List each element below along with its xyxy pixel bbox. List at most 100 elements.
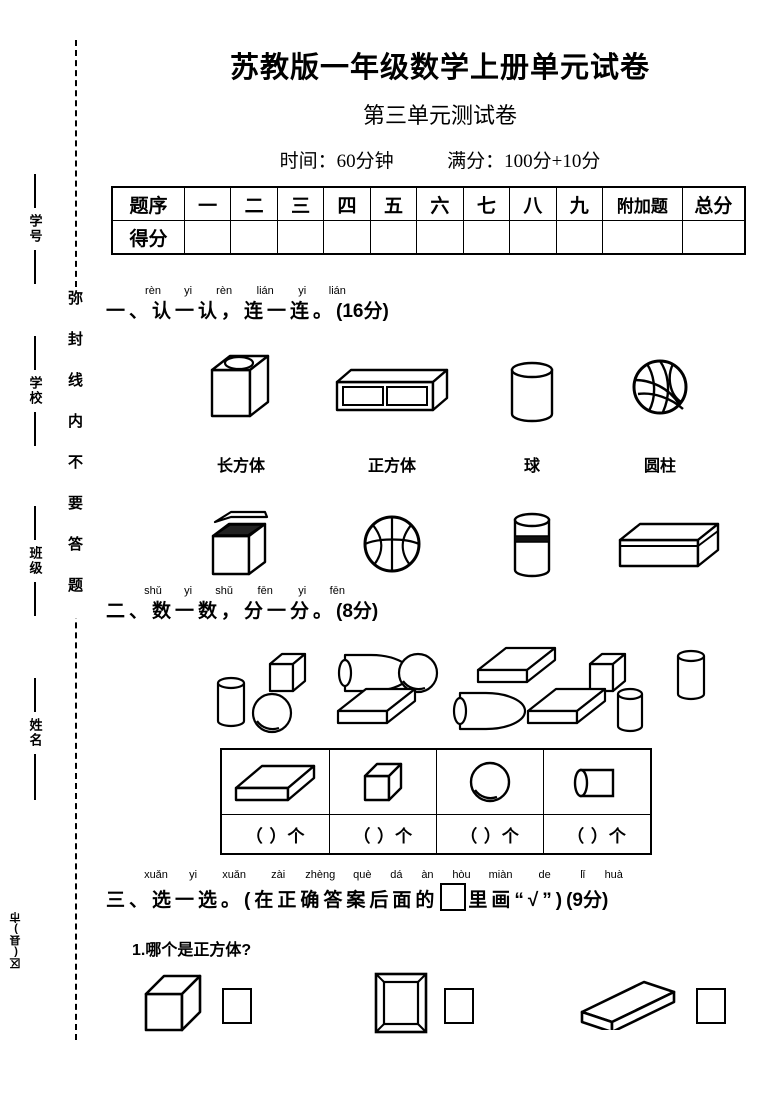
score-table-row-label-2: 得分 (111, 220, 185, 255)
field-rule (34, 174, 36, 208)
seal-line: 弥封线内不要答题 (62, 40, 90, 1040)
option-c-long-cuboid[interactable] (578, 978, 678, 1030)
table-row-scores: 得分 (111, 220, 746, 255)
score-cell-bonus[interactable] (602, 220, 683, 255)
count-cell-cuboid[interactable]: （ ）个 (220, 814, 331, 855)
pinyin-syllable: yi (298, 285, 307, 297)
score-cell-5[interactable] (369, 220, 418, 255)
sub-question-1-number: 1. (132, 942, 146, 959)
classify-icon-sphere (436, 748, 544, 815)
question-1-pinyin: rèn yi rèn lián yi lián (100, 284, 780, 299)
score-cell-3[interactable] (276, 220, 325, 255)
exam-sheet: 苏教版一年级数学上册单元试卷 第三单元测试卷 时间：60分钟 满分：100分+1… (100, 0, 780, 1103)
score-cell-9[interactable] (555, 220, 604, 255)
pinyin-syllable: xuǎn (144, 869, 168, 881)
score-col-4: 四 (323, 186, 371, 221)
sub-question-1: 1.哪个是正方体? (132, 936, 251, 960)
pinyin-syllable: shǔ (144, 585, 162, 597)
option-a-checkbox[interactable] (222, 988, 252, 1024)
student-field-name: 姓名 (22, 672, 48, 806)
question-2-title: 二、数一数，分一分。(8分) (100, 599, 780, 625)
count-cell-sphere[interactable]: （ ）个 (436, 814, 544, 855)
option-c-checkbox[interactable] (696, 988, 726, 1024)
field-label-id: 学号 (27, 214, 43, 244)
pinyin-syllable: fēn (329, 585, 345, 597)
option-b-checkbox[interactable] (444, 988, 474, 1024)
option-a-cube[interactable] (136, 970, 210, 1040)
region-label: 区(县)市 (10, 912, 22, 969)
shape-basketball[interactable] (322, 512, 462, 576)
shape-tissue-box-cube[interactable] (186, 348, 296, 424)
pinyin-syllable: yi (189, 869, 198, 881)
score-table-row-label: 题序 (111, 186, 185, 221)
pinyin-syllable: de (538, 869, 551, 881)
pinyin-syllable: què (353, 869, 372, 881)
sub-question-1-text: 哪个是正方体? (145, 942, 252, 959)
time-limit: 时间：60分钟 (279, 151, 394, 172)
score-cell-4[interactable] (323, 220, 371, 255)
shape-cylinder[interactable] (472, 358, 592, 426)
question-1-heading: rèn yi rèn lián yi lián 一、认一认，连一连。(16分) (100, 284, 780, 325)
score-cell-total[interactable] (681, 220, 746, 255)
question-2-scatter-group (100, 638, 780, 743)
question-3-options (100, 970, 780, 1050)
pinyin-syllable: shǔ (215, 585, 233, 597)
question-3-heading: xuǎn yi xuǎn zài zhèng què dá àn hòu mià… (100, 868, 780, 914)
question-3-pinyin: xuǎn yi xuǎn zài zhèng què dá àn hòu mià… (100, 868, 780, 883)
shape-can-cylinder[interactable] (472, 508, 592, 582)
score-col-9: 九 (555, 186, 604, 221)
shape-rectangular-box[interactable] (322, 366, 462, 418)
classify-icon-cube (329, 748, 438, 815)
table-row-counts: （ ）个 （ ）个 （ ）个 （ ）个 (220, 814, 652, 855)
checkbox-placeholder-icon (440, 883, 467, 911)
pinyin-syllable: lián (328, 285, 346, 297)
total-score: 满分：100分+10分 (447, 151, 601, 172)
question-3-text-part1: 三、选一选。(在正确答案后面的 (106, 890, 439, 911)
student-field-class: 班级 (22, 500, 48, 622)
count-cell-cube[interactable]: （ ）个 (329, 814, 438, 855)
left-margin-strip: 学号 学校 班级 姓名 区(县)市 弥封线内不要答题 (0, 0, 100, 1103)
pinyin-syllable: yi (184, 585, 193, 597)
shape-salt-box-cube[interactable] (186, 508, 296, 580)
classify-icon-cylinder (542, 748, 652, 815)
shape-volleyball[interactable] (600, 356, 720, 418)
field-label-school: 学校 (27, 376, 43, 406)
label-cylinder: 圆柱 (643, 458, 676, 475)
score-cell-2[interactable] (230, 220, 278, 255)
shape-shoe-box-cuboid[interactable] (600, 520, 740, 576)
score-cell-1[interactable] (183, 220, 232, 255)
classify-icon-cuboid (220, 748, 331, 815)
pinyin-syllable: àn (421, 869, 434, 881)
question-1-bottom-shapes (100, 508, 780, 588)
question-2-pinyin: shǔ yi shǔ fēn yi fēn (100, 584, 780, 599)
question-2-text: 二、数一数，分一分。 (106, 601, 337, 622)
label-sphere: 球 (523, 458, 540, 475)
question-1-text: 一、认一认，连一连。 (106, 301, 337, 322)
score-cell-7[interactable] (462, 220, 511, 255)
field-rule (34, 754, 36, 800)
score-cell-6[interactable] (416, 220, 464, 255)
pinyin-syllable: xuǎn (222, 869, 247, 881)
pinyin-syllable: hòu (452, 869, 471, 881)
score-col-3: 三 (276, 186, 325, 221)
score-cell-8[interactable] (509, 220, 557, 255)
seal-line-text: 弥封线内不要答题 (66, 290, 83, 618)
question-3-text-part2: 里画“√”) (468, 890, 567, 911)
count-cell-cylinder[interactable]: （ ）个 (542, 814, 652, 855)
exam-meta: 时间：60分钟 满分：100分+10分 (100, 146, 780, 173)
field-rule (34, 412, 36, 446)
option-b-open-box[interactable] (370, 968, 432, 1038)
question-2-heading: shǔ yi shǔ fēn yi fēn 二、数一数，分一分。(8分) (100, 584, 780, 625)
pinyin-syllable: yi (298, 585, 307, 597)
label-cuboid: 长方体 (216, 458, 265, 475)
pinyin-syllable: zhèng (305, 869, 336, 881)
scatter-shapes-svg (216, 646, 706, 734)
classify-table: （ ）个 （ ）个 （ ）个 （ ）个 (220, 748, 652, 855)
pinyin-syllable: dá (390, 869, 403, 881)
score-col-bonus: 附加题 (602, 186, 683, 221)
table-row-icons (220, 748, 652, 815)
question-1-title: 一、认一认，连一连。(16分) (100, 299, 780, 325)
score-col-8: 八 (509, 186, 557, 221)
page-title: 苏教版一年级数学上册单元试卷 (229, 52, 650, 84)
field-rule (34, 336, 36, 370)
